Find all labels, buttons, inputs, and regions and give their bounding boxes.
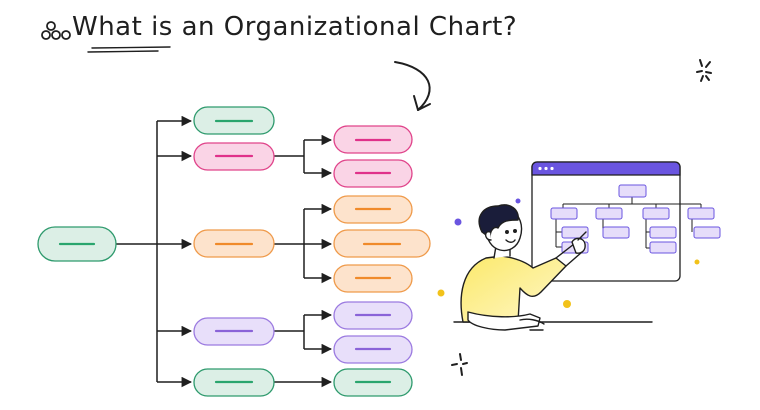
decor-dot	[563, 300, 571, 308]
level2-node-pink-1	[333, 125, 413, 154]
decor-dot	[454, 218, 462, 226]
decor-dot	[694, 259, 700, 265]
level2-node-orange-3	[333, 264, 413, 293]
level2-node-orange-1	[333, 195, 413, 224]
level2-node-green	[333, 368, 413, 397]
connectors	[116, 115, 333, 388]
sparkle-icon-top-right	[696, 59, 712, 82]
title-underline	[87, 46, 171, 53]
sparkle-icon-bottom	[451, 353, 468, 376]
level1-node-purple	[193, 317, 275, 346]
level1-node-pink	[193, 142, 275, 171]
level2-node-purple-2	[333, 335, 413, 364]
mini-org-chart	[550, 184, 721, 254]
level1-node-green-top	[193, 106, 275, 135]
level2-node-orange-2	[333, 229, 431, 258]
page-title: What is an Organizational Chart?	[72, 12, 517, 52]
decor-dot	[515, 198, 521, 204]
network-nodes-icon	[41, 21, 71, 40]
level1-node-green-bottom	[193, 368, 275, 397]
level2-node-pink-2	[333, 159, 413, 188]
page-title-text: What is an Organizational Chart?	[72, 12, 518, 42]
person-illustration	[453, 204, 653, 331]
level1-node-orange	[193, 229, 275, 258]
root-node	[37, 226, 117, 262]
decor-dot	[437, 289, 445, 297]
curved-arrow-icon	[394, 61, 431, 111]
level2-node-purple-1	[333, 301, 413, 330]
